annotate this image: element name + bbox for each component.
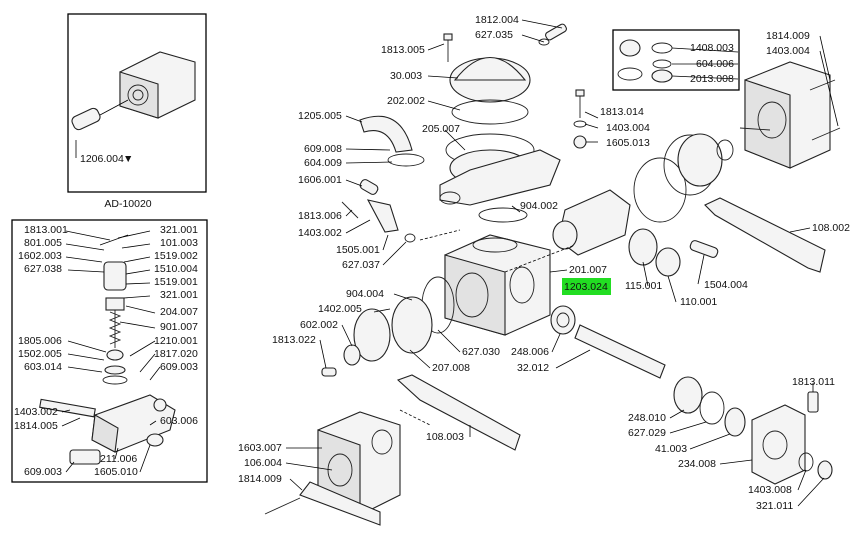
- label-603-014: 603.014: [24, 361, 62, 373]
- label-234-008: 234.008: [678, 458, 716, 470]
- label-603-006: 603.006: [160, 415, 198, 427]
- inset-frame: [67, 13, 207, 193]
- label-1814-005: 1814.005: [14, 420, 58, 432]
- highlight-1203-024: [562, 278, 611, 295]
- label-115-001: 115.001: [625, 280, 662, 292]
- label-1403-002: 1403.002: [298, 227, 342, 239]
- label-1519-002: 1519.002: [154, 250, 198, 262]
- regulator-frame: [11, 219, 208, 483]
- label-627-038: 627.038: [24, 263, 62, 275]
- label-1605-013: 1605.013: [606, 137, 650, 149]
- label-1813-011: 1813.011: [792, 376, 835, 388]
- label-604-006: 604.006: [696, 58, 734, 70]
- inset-panel-regulator: 1813.001 801.005 1602.003 627.038 321.00…: [11, 219, 208, 483]
- label-627-029: 627.029: [628, 427, 666, 439]
- label-1813-022: 1813.022: [272, 334, 316, 346]
- label-1805-006: 1805.006: [18, 335, 62, 347]
- label-101-003: 101.003: [160, 237, 198, 249]
- label-1817-020: 1817.020: [154, 348, 198, 360]
- label-1814-009: 1814.009: [766, 30, 810, 42]
- regulator-drawing: [39, 234, 176, 465]
- label-904-002: 904.002: [520, 200, 558, 212]
- label-1812-004: 1812.004: [475, 14, 519, 26]
- label-207-008: 207.008: [432, 362, 470, 374]
- label-1606-001: 1606.001: [298, 174, 342, 186]
- part-labels: 1812.004 627.035 1813.005 30.003 202.002…: [238, 14, 850, 512]
- label-602-002: 602.002: [300, 319, 338, 331]
- down-triangle-icon: ▼: [123, 153, 133, 165]
- label-1813-001: 1813.001: [24, 224, 68, 236]
- label-204-007: 204.007: [160, 306, 198, 318]
- label-30-003: 30.003: [390, 70, 422, 82]
- label-1505-001: 1505.001: [336, 244, 380, 256]
- label-2013-008: 2013.008: [690, 73, 734, 85]
- label-201-007: 201.007: [569, 264, 607, 276]
- label-609-003-b: 609.003: [24, 466, 62, 478]
- label-1504-004: 1504.004: [704, 279, 748, 291]
- label-609-003-a: 609.003: [160, 361, 198, 373]
- label-108-002: 108.002: [812, 222, 850, 234]
- inset-pump-body-drawing: [71, 51, 196, 131]
- label-1519-001: 1519.001: [154, 276, 198, 288]
- label-1403-004-a: 1403.004: [606, 122, 650, 134]
- label-801-005: 801.005: [24, 237, 62, 249]
- label-627-030: 627.030: [462, 346, 500, 358]
- label-110-001: 110.001: [680, 296, 717, 308]
- label-627-037: 627.037: [342, 259, 380, 271]
- label-1605-010: 1605.010: [94, 466, 138, 478]
- inset-panel-ad10020: 1206.004 ▼ AD-10020: [67, 13, 207, 210]
- label-1602-003: 1602.003: [18, 250, 62, 262]
- label-1814-009-b: 1814.009: [238, 473, 282, 485]
- label-106-004: 106.004: [244, 457, 282, 469]
- label-1403-004-b: 1403.004: [766, 45, 810, 57]
- label-1813-005: 1813.005: [381, 44, 425, 56]
- label-202-002: 202.002: [387, 95, 425, 107]
- label-321-001-b: 321.001: [160, 289, 198, 301]
- leader-lines: [285, 19, 839, 507]
- label-1502-005: 1502.005: [18, 348, 62, 360]
- label-1408-003: 1408.003: [690, 42, 734, 54]
- label-1603-007: 1603.007: [238, 442, 282, 454]
- main-part-drawings: [264, 23, 841, 526]
- label-1206-004: 1206.004: [80, 153, 124, 165]
- label-604-009: 604.009: [304, 157, 342, 169]
- label-1210-001: 1210.001: [154, 335, 198, 347]
- label-1402-005: 1402.005: [318, 303, 362, 315]
- label-211-006: 211.006: [100, 453, 137, 465]
- label-1205-005: 1205.005: [298, 110, 342, 122]
- label-901-007: 901.007: [160, 321, 198, 333]
- label-205-007: 205.007: [422, 123, 460, 135]
- label-248-010: 248.010: [628, 412, 666, 424]
- label-41-003: 41.003: [655, 443, 687, 455]
- label-248-006: 248.006: [511, 346, 549, 358]
- label-1813-006: 1813.006: [298, 210, 342, 222]
- label-1813-014: 1813.014: [600, 106, 644, 118]
- label-904-004: 904.004: [346, 288, 384, 300]
- label-609-008: 609.008: [304, 143, 342, 155]
- caption-ad10020: AD-10020: [104, 198, 151, 210]
- label-32-012: 32.012: [517, 362, 549, 374]
- detail-box-frame: [612, 29, 740, 91]
- label-627-035: 627.035: [475, 29, 513, 41]
- label-1510-004: 1510.004: [154, 263, 198, 275]
- label-1403-002-inset: 1403.002: [14, 406, 58, 418]
- label-321-001-a: 321.001: [160, 224, 198, 236]
- label-1403-008: 1403.008: [748, 484, 792, 496]
- label-1203-024: 1203.024: [564, 281, 608, 293]
- label-108-003: 108.003: [426, 431, 464, 443]
- label-321-011: 321.011: [756, 500, 793, 512]
